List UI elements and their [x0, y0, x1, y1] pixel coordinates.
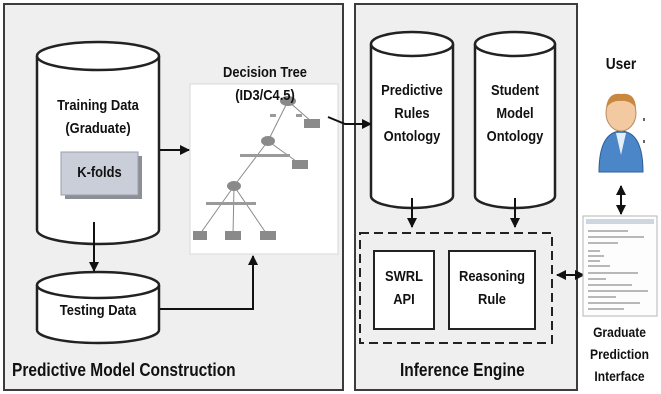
- testing-data-label: Testing Data: [59, 302, 137, 319]
- predictive-rules-ontology-label: Predictive Rules Ontology: [381, 82, 443, 145]
- testing-data-cylinder: [35, 270, 161, 345]
- graduate-prediction-interface-image: [582, 215, 658, 317]
- predictive-model-construction-title: Predictive Model Construction: [12, 360, 236, 380]
- inference-engine-title: Inference Engine: [400, 360, 525, 380]
- reasoning-rule-box: [448, 250, 536, 330]
- decision-tree-image: [189, 83, 339, 255]
- user-icon: [598, 93, 645, 173]
- graduate-prediction-interface-label: Graduate Prediction Interface: [590, 324, 649, 384]
- arrow-tree-to-rules-ontology: [327, 116, 372, 129]
- arrow-testing-to-tree: [160, 255, 258, 310]
- inference-group-dashed-box: [359, 232, 553, 344]
- training-data-label: Training Data (Graduate): [57, 97, 139, 137]
- student-model-ontology-cylinder: [473, 30, 557, 210]
- student-model-ontology-label: Student Model Ontology: [486, 82, 544, 145]
- kfolds-label: K-folds: [77, 164, 122, 181]
- training-data-cylinder: [35, 40, 161, 246]
- decision-tree-title: Decision Tree (ID3/C4.5): [223, 64, 307, 104]
- reasoning-rule-label: Reasoning Rule: [459, 268, 525, 308]
- swrl-api-box: [373, 250, 435, 330]
- user-label: User: [605, 56, 637, 73]
- kfolds-box: [60, 151, 142, 199]
- swrl-api-label: SWRL API: [384, 268, 423, 308]
